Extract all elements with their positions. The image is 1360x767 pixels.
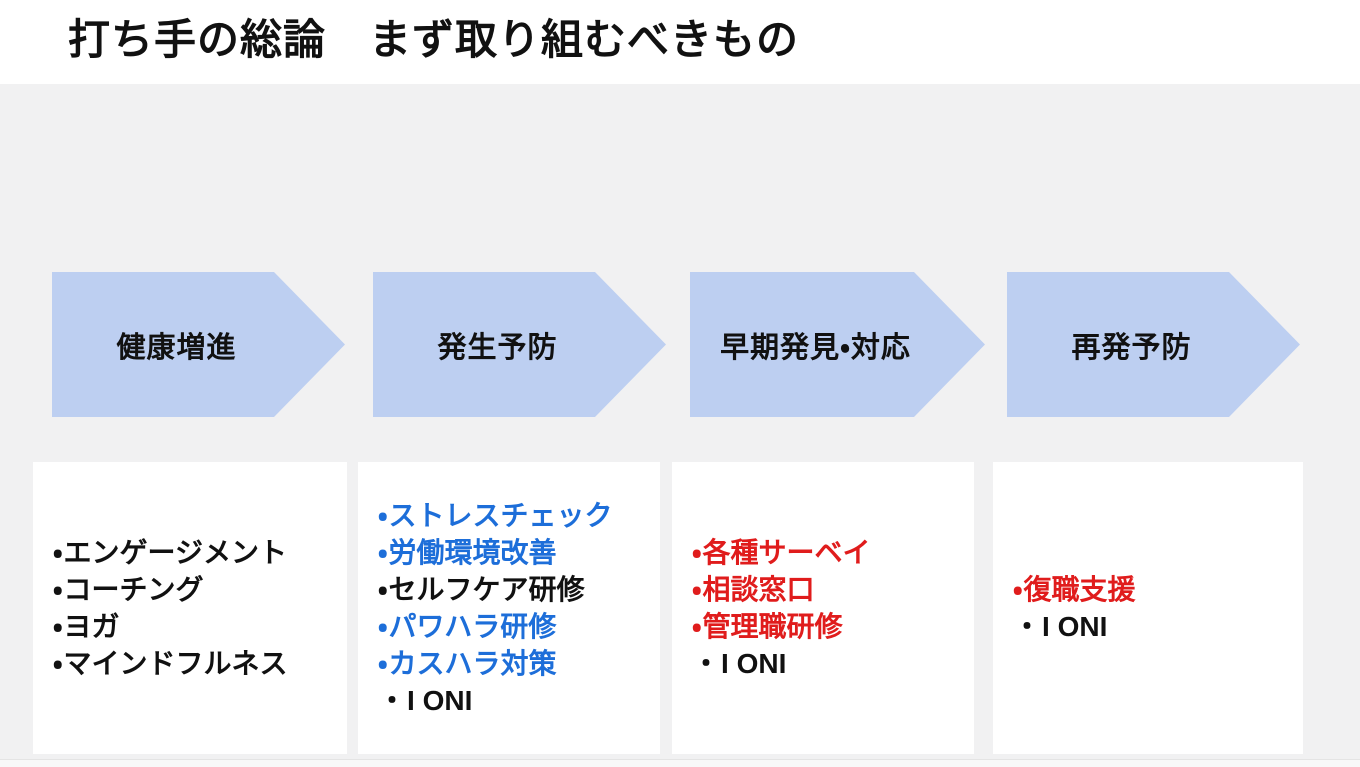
- bullet-icon: ・: [53, 648, 63, 679]
- bullet-icon: ・: [692, 537, 702, 568]
- list-item-text: 管理職研修: [702, 611, 843, 642]
- item-list: ・ストレスチェック・労働環境改善・セルフケア研修・パワハラ研修・カスハラ対策・I…: [378, 497, 660, 719]
- stage-arrow-label: 健康増進: [116, 331, 237, 364]
- stage-arrow-relapse-prevention: 再発予防: [1007, 272, 1300, 417]
- list-item-text: I ONI: [721, 648, 787, 679]
- list-item-text: コーチング: [63, 574, 204, 605]
- stage-items-box-occurrence-prevention: ・ストレスチェック・労働環境改善・セルフケア研修・パワハラ研修・カスハラ対策・I…: [358, 462, 660, 754]
- list-item-text: I ONI: [407, 685, 473, 716]
- list-item: ・カスハラ対策: [378, 645, 660, 682]
- list-item: ・パワハラ研修: [378, 608, 660, 645]
- stage-items-box-relapse-prevention: ・復職支援・I ONI: [993, 462, 1303, 754]
- list-item-text: パワハラ研修: [388, 611, 557, 642]
- bullet-icon: ・: [378, 611, 388, 642]
- stage-arrow-occurrence-prevention: 発生予防: [373, 272, 666, 417]
- list-item: ・マインドフルネス: [53, 645, 347, 682]
- bullet-icon: ・: [1013, 611, 1042, 642]
- list-item-text: エンゲージメント: [63, 537, 287, 568]
- list-item-text: マインドフルネス: [63, 648, 288, 679]
- slide-title: 打ち手の総論 まず取り組むべきもの: [68, 16, 800, 63]
- list-item: ・エンゲージメント: [53, 534, 347, 571]
- stage-arrow-early-detection-response: 早期発見・対応: [690, 272, 985, 417]
- slide-header: 打ち手の総論 まず取り組むべきもの: [0, 0, 1360, 84]
- list-item: ・復職支援: [1013, 571, 1303, 608]
- list-item: ・労働環境改善: [378, 534, 660, 571]
- bullet-icon: ・: [1013, 574, 1023, 605]
- item-list: ・各種サーベイ・相談窓口・管理職研修・I ONI: [692, 534, 974, 682]
- bullet-icon: ・: [378, 685, 407, 716]
- list-item: ・各種サーベイ: [692, 534, 974, 571]
- list-item-text: 労働環境改善: [388, 537, 557, 568]
- bullet-icon: ・: [692, 648, 721, 679]
- stage-items-box-health-promotion: ・エンゲージメント・コーチング・ヨガ・マインドフルネス: [33, 462, 347, 754]
- bullet-icon: ・: [53, 537, 63, 568]
- content-panel: 健康増進 発生予防 早期発見・対応 再発予防 ・エンゲージメント・コーチング・ヨ…: [0, 84, 1360, 767]
- list-item-text: 相談窓口: [702, 574, 815, 605]
- bullet-icon: ・: [53, 574, 63, 605]
- list-item: ・ヨガ: [53, 608, 347, 645]
- list-item: ・セルフケア研修: [378, 571, 660, 608]
- list-item-text: ヨガ: [63, 611, 120, 642]
- stage-arrow-label: 再発予防: [1071, 331, 1192, 364]
- item-list: ・復職支援・I ONI: [1013, 571, 1303, 645]
- bullet-icon: ・: [378, 500, 388, 531]
- bottom-edge-strip: [0, 759, 1360, 767]
- bullet-icon: ・: [53, 611, 63, 642]
- list-item: ・ストレスチェック: [378, 497, 660, 534]
- stage-items-box-early-detection-response: ・各種サーベイ・相談窓口・管理職研修・I ONI: [672, 462, 974, 754]
- list-item: ・コーチング: [53, 571, 347, 608]
- stage-arrow-label: 早期発見・対応: [720, 331, 911, 364]
- bullet-icon: ・: [692, 574, 702, 605]
- list-item-text: ストレスチェック: [388, 500, 613, 531]
- list-item: ・I ONI: [692, 645, 974, 682]
- bullet-icon: ・: [378, 574, 388, 605]
- list-item-text: I ONI: [1042, 611, 1108, 642]
- list-item: ・相談窓口: [692, 571, 974, 608]
- stage-arrow-health-promotion: 健康増進: [52, 272, 345, 417]
- list-item-text: カスハラ対策: [388, 648, 557, 679]
- list-item: ・I ONI: [378, 682, 660, 719]
- list-item-text: セルフケア研修: [388, 574, 585, 605]
- bullet-icon: ・: [378, 648, 388, 679]
- list-item: ・管理職研修: [692, 608, 974, 645]
- bullet-icon: ・: [378, 537, 388, 568]
- stage-arrow-label: 発生予防: [437, 331, 558, 364]
- item-list: ・エンゲージメント・コーチング・ヨガ・マインドフルネス: [53, 534, 347, 682]
- bullet-icon: ・: [692, 611, 702, 642]
- list-item-text: 復職支援: [1023, 574, 1136, 605]
- list-item-text: 各種サーベイ: [702, 537, 871, 568]
- list-item: ・I ONI: [1013, 608, 1303, 645]
